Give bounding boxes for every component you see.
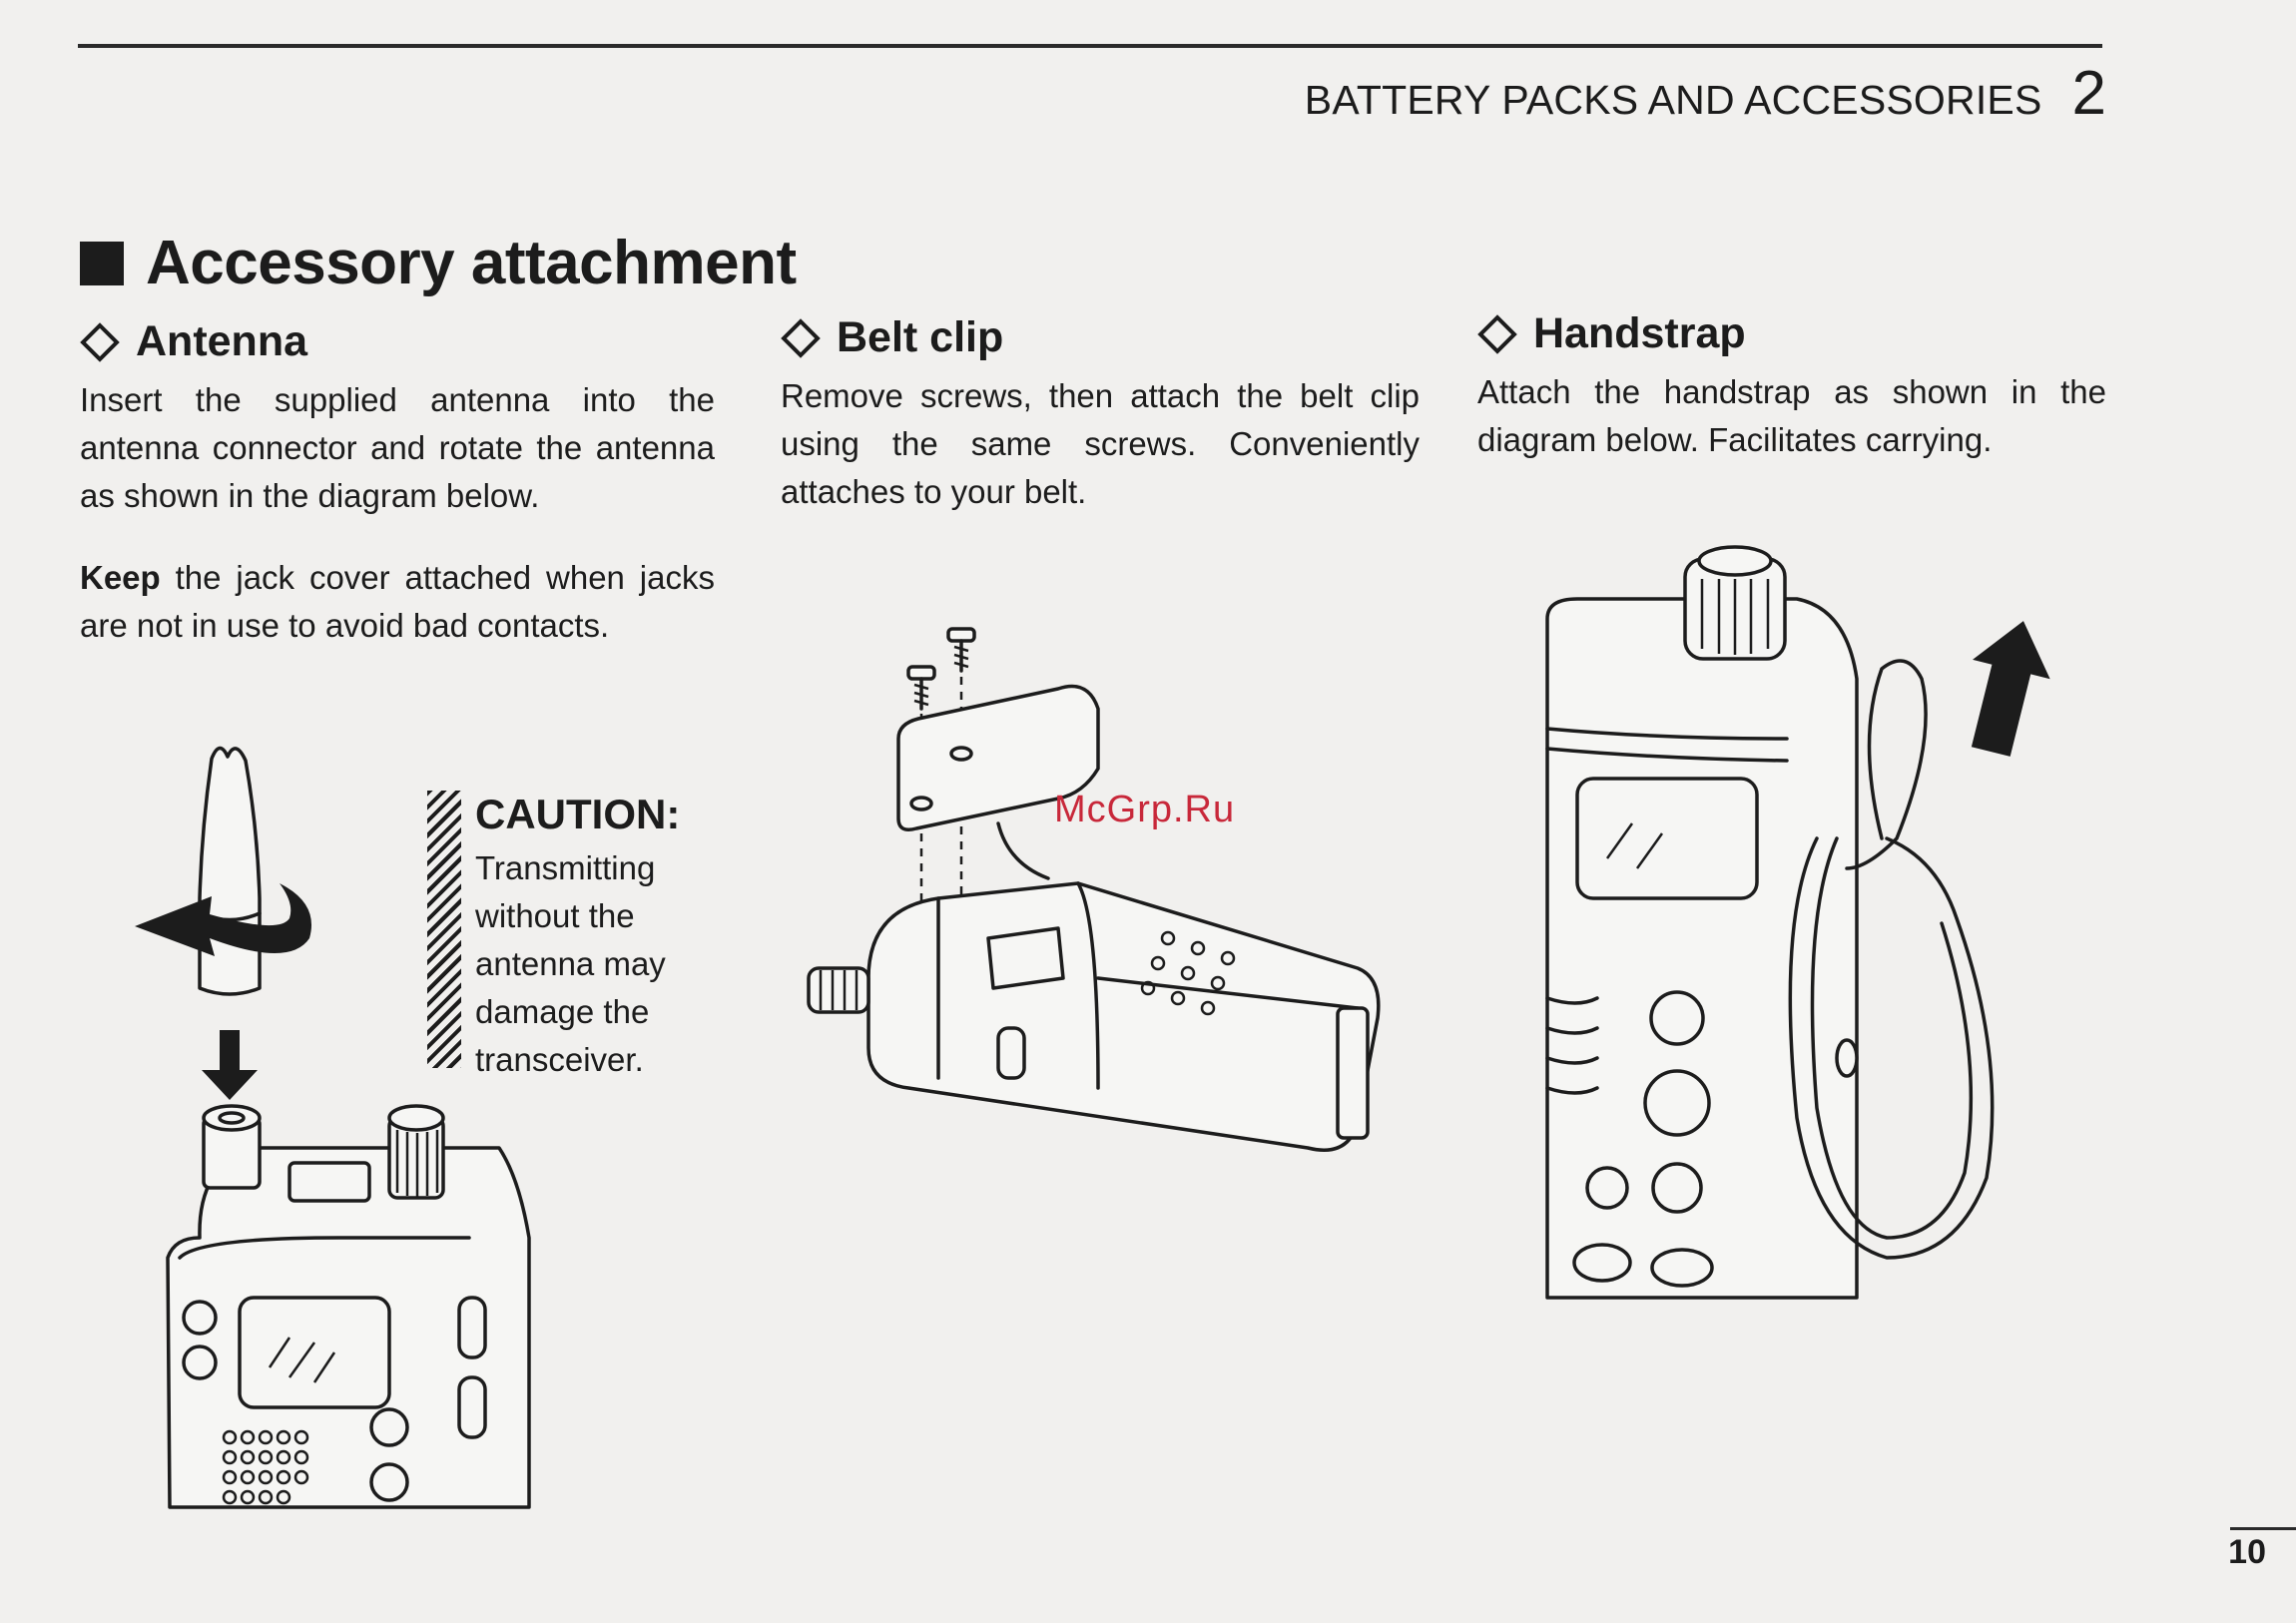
caution-hatch-bar (427, 791, 461, 1068)
belt-clip-column: Belt clip Remove screws, then attach the… (781, 313, 1420, 516)
caution-box: CAUTION: Transmitting without the antenn… (427, 791, 715, 1084)
section-title-text: Accessory attachment (146, 229, 797, 297)
radio-back (866, 881, 1381, 1152)
antenna-column: Antenna Insert the supplied antenna into… (80, 317, 715, 650)
handstrap-loop (1788, 836, 1995, 1260)
belt-clip-illustration (807, 627, 1381, 1152)
vent-holes (1140, 930, 1236, 1016)
belt-clip (896, 684, 1100, 831)
screw-icon (946, 627, 976, 673)
speaker-grille (222, 1429, 309, 1505)
antenna-body (198, 746, 262, 996)
diamond-bullet-icon (80, 321, 120, 362)
section-title: Accessory attachment (80, 228, 797, 298)
caution-title: CAUTION: (475, 791, 681, 837)
caution-text: Transmitting without the antenna may dam… (475, 849, 666, 1078)
radio-display (1575, 777, 1759, 900)
radio-side (1545, 597, 1859, 1300)
top-rule (78, 44, 2102, 48)
keep-bold-word: Keep (80, 559, 161, 596)
header-title: BATTERY PACKS AND ACCESSORIES (1304, 77, 2042, 123)
diamond-bullet-icon (781, 317, 821, 358)
down-arrow-icon (202, 1030, 258, 1100)
radio-display (238, 1296, 391, 1409)
screw-icon (906, 665, 936, 711)
antenna-heading: Antenna (80, 317, 715, 366)
keep-paragraph: Keep the jack cover attached when jacks … (80, 554, 715, 650)
handstrap-text: Attach the handstrap as shown in the dia… (1477, 373, 2106, 458)
radio-knob (807, 966, 870, 1014)
square-bullet-icon (80, 241, 124, 285)
up-arrow-icon (1971, 621, 2050, 757)
rotate-arrow-icon (135, 883, 311, 956)
jack-cover (287, 1161, 371, 1203)
handstrap-column: Handstrap Attach the handstrap as shown … (1477, 309, 2106, 464)
belt-clip-heading-text: Belt clip (837, 313, 1004, 361)
chapter-number: 2 (2071, 59, 2106, 128)
diamond-bullet-icon (1477, 313, 1517, 354)
antenna-heading-text: Antenna (136, 317, 307, 365)
handstrap-illustration (1545, 545, 2050, 1300)
page-number: 10 (2228, 1533, 2266, 1571)
strap-slider (1835, 1038, 1859, 1078)
belt-clip-text: Remove screws, then attach the belt clip… (781, 377, 1420, 510)
belt-clip-heading: Belt clip (781, 313, 1420, 362)
keep-text: the jack cover attached when jacks are n… (80, 559, 715, 644)
page-header: BATTERY PACKS AND ACCESSORIES 2 (1305, 58, 2106, 129)
antenna-text: Insert the supplied antenna into the ant… (80, 381, 715, 514)
handstrap-heading: Handstrap (1477, 309, 2106, 358)
page-number-rule (2230, 1527, 2296, 1530)
handstrap-heading-text: Handstrap (1533, 309, 1746, 357)
antenna-illustration (135, 746, 531, 1509)
watermark: McGrp.Ru (1054, 789, 1236, 830)
